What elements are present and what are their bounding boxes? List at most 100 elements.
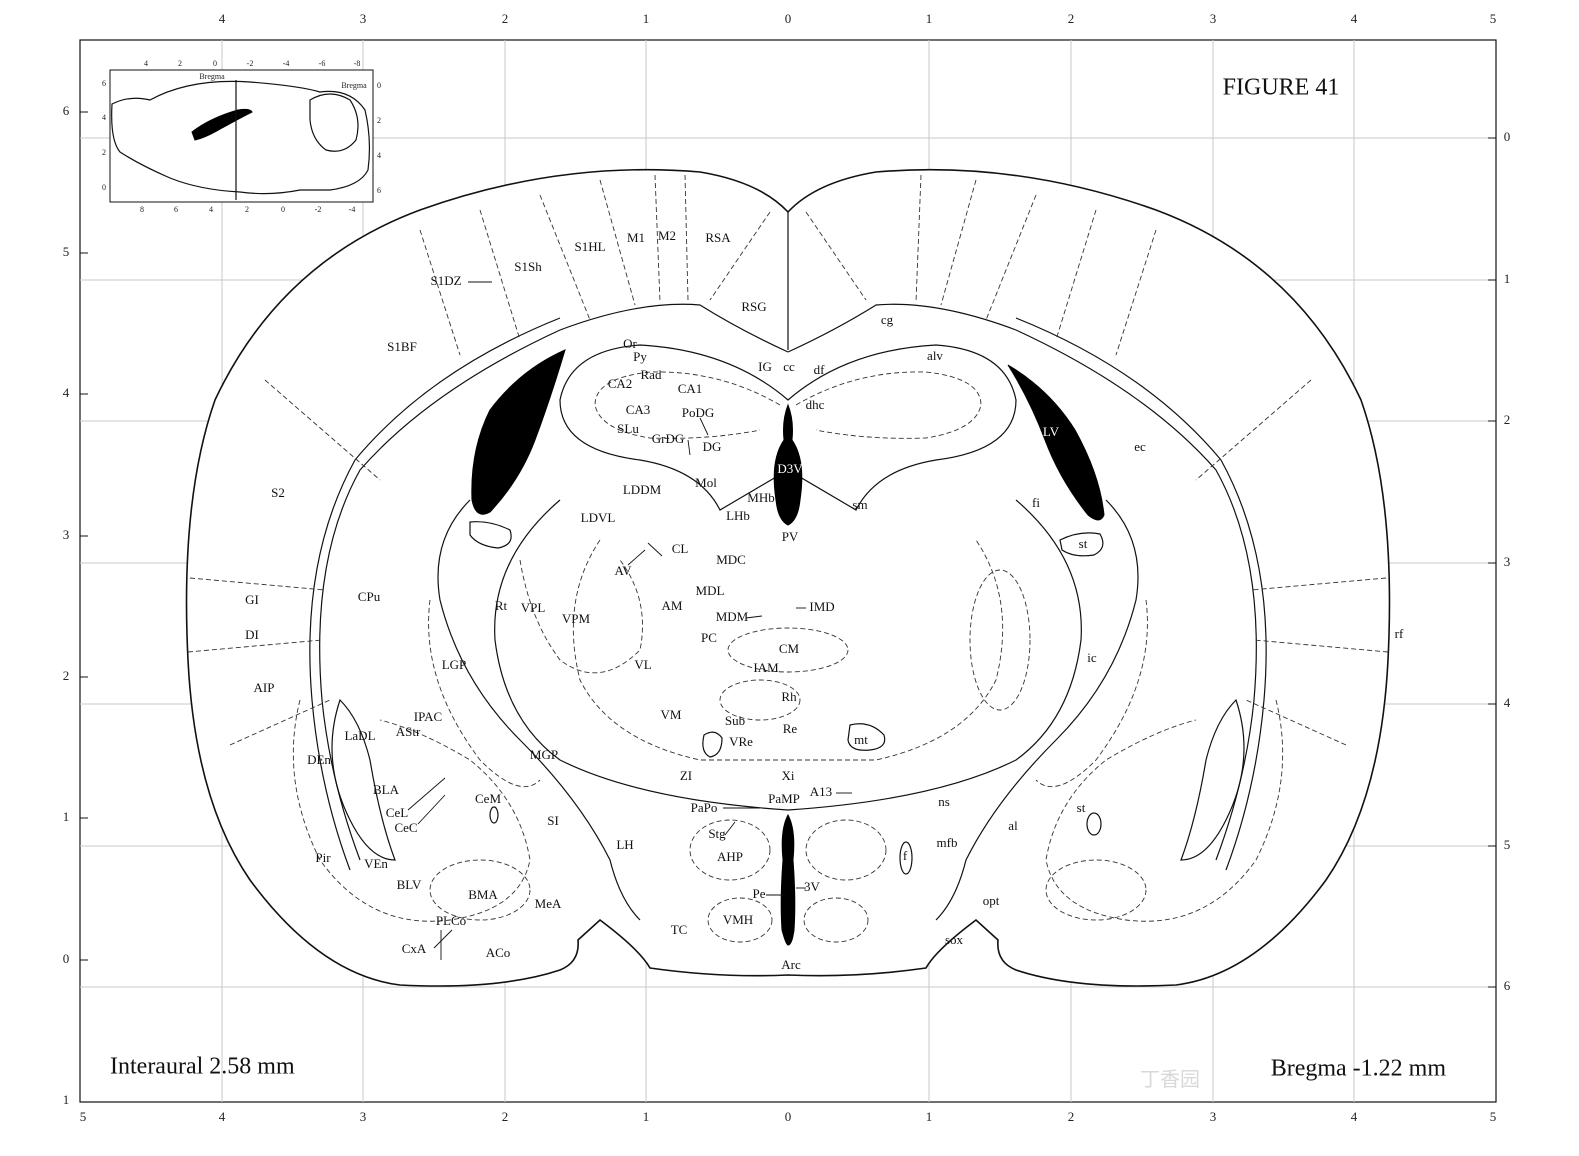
region-label-MeA: MeA xyxy=(535,896,562,911)
inset-top-tick: 2 xyxy=(178,59,182,68)
region-label-M2: M2 xyxy=(658,228,676,243)
region-label-CPu: CPu xyxy=(358,589,381,604)
region-label-PC: PC xyxy=(701,630,717,645)
region-label-CL: CL xyxy=(672,541,689,556)
left-tick: 4 xyxy=(63,385,70,400)
region-label-VPM: VPM xyxy=(562,611,591,626)
top-tick: 4 xyxy=(219,11,226,26)
inset-bottom-tick: 4 xyxy=(209,205,213,214)
region-label-DEn: DEn xyxy=(307,752,331,767)
region-label-AHP: AHP xyxy=(717,849,743,864)
leader-lines xyxy=(407,281,852,960)
right-tick: 4 xyxy=(1504,695,1511,710)
ahp-dash xyxy=(689,819,771,881)
region-label-MDL: MDL xyxy=(696,583,725,598)
inset-right-tick: 0 xyxy=(377,81,381,90)
top-tick: 2 xyxy=(1068,11,1075,26)
bottom-tick: 0 xyxy=(785,1109,792,1124)
region-label-MDC: MDC xyxy=(716,552,746,567)
region-label-VMH: VMH xyxy=(723,912,753,927)
region-label-Stg: Stg xyxy=(708,826,726,841)
bottom-tick: 5 xyxy=(80,1109,87,1124)
right-tick: 6 xyxy=(1504,978,1511,993)
st1-outline xyxy=(1059,532,1104,557)
region-label-VM: VM xyxy=(661,707,682,722)
region-label-A13: A13 xyxy=(810,784,832,799)
watermark: 丁香园 xyxy=(1140,1067,1200,1091)
external-capsule-left xyxy=(309,317,561,871)
left-tick: 5 xyxy=(63,244,70,259)
region-label-CeM: CeM xyxy=(475,791,501,806)
region-label-fi: fi xyxy=(1032,495,1040,510)
bottom-tick: 4 xyxy=(219,1109,226,1124)
region-label-CeL: CeL xyxy=(386,805,408,820)
bottom-tick: 3 xyxy=(1210,1109,1217,1124)
inset-frame xyxy=(109,69,374,203)
inset-left-tick: 0 xyxy=(102,183,106,192)
top-tick-labels: 4 3 2 1 0 1 2 3 4 5 xyxy=(219,11,1497,26)
region-label-CA2: CA2 xyxy=(608,376,633,391)
region-label-sm: sm xyxy=(852,497,867,512)
right-vmh-dash xyxy=(803,897,869,943)
inset-bottom-tick: 2 xyxy=(245,205,249,214)
region-label-ZI: ZI xyxy=(680,768,692,783)
region-label-S2: S2 xyxy=(271,485,285,500)
inset-left-tick: 2 xyxy=(102,148,106,157)
region-label-cc: cc xyxy=(783,359,795,374)
frame-ticks xyxy=(80,111,1496,988)
region-label-Py: Py xyxy=(633,349,647,364)
amygdala-right-dash xyxy=(1045,699,1284,922)
region-label-DG: DG xyxy=(703,439,722,454)
region-label-S1Sh: S1Sh xyxy=(514,259,542,274)
brain-outline xyxy=(185,168,1391,987)
region-label-cg: cg xyxy=(881,312,894,327)
right-tick: 3 xyxy=(1504,554,1511,569)
inset-bottom-tick: 8 xyxy=(140,205,144,214)
region-label-LDDM: LDDM xyxy=(623,482,662,497)
right-tick-labels: 0 1 2 3 4 5 6 xyxy=(1504,129,1511,993)
inset-ventricle xyxy=(191,108,253,141)
region-label-ACo: ACo xyxy=(486,945,511,960)
region-label-TC: TC xyxy=(671,922,688,937)
region-label-ec: ec xyxy=(1134,439,1146,454)
region-label-f: f xyxy=(903,848,908,863)
right-tick: 2 xyxy=(1504,412,1511,427)
vre-outline xyxy=(702,731,723,758)
right-tick: 1 xyxy=(1504,271,1511,286)
region-label-Rad: Rad xyxy=(641,367,662,382)
region-label-Pir: Pir xyxy=(315,850,331,865)
region-label-3V: 3V xyxy=(804,879,821,894)
internal-capsule-right xyxy=(935,499,1139,921)
region-label-Xi: Xi xyxy=(782,768,795,783)
inset-brain-outline xyxy=(111,80,371,195)
region-label-st: st xyxy=(1079,536,1088,551)
top-tick: 0 xyxy=(785,11,792,26)
region-label-st: st xyxy=(1077,800,1086,815)
region-label-S1HL: S1HL xyxy=(574,239,605,254)
region-label-RSG: RSG xyxy=(741,299,766,314)
optic-tract-right xyxy=(1180,698,1245,861)
vmh-dash xyxy=(707,897,773,943)
region-label-CA3: CA3 xyxy=(626,402,651,417)
region-labels: S1HL M1 M2 RSA S1DZ S1Sh RSG cg S1BF Or … xyxy=(245,228,1404,972)
lgp-region-right xyxy=(969,569,1031,711)
right-tick: 5 xyxy=(1504,837,1511,852)
cem-outline xyxy=(489,806,499,824)
top-tick: 3 xyxy=(360,11,367,26)
region-label-BMA: BMA xyxy=(468,887,498,902)
thalamus-dash-2 xyxy=(519,559,643,674)
left-tick: 3 xyxy=(63,527,70,542)
bottom-tick-labels: 5 4 3 2 1 0 1 2 3 4 5 xyxy=(80,1109,1497,1124)
top-tick: 5 xyxy=(1490,11,1497,26)
top-tick: 1 xyxy=(926,11,933,26)
thalamus-dash-4 xyxy=(727,627,849,673)
bregma-caption: Bregma -1.22 mm xyxy=(1271,1056,1447,1082)
region-label-CeC: CeC xyxy=(394,820,417,835)
top-tick: 1 xyxy=(643,11,650,26)
region-label-Re: Re xyxy=(783,721,798,736)
region-label-Rt: Rt xyxy=(495,598,508,613)
region-label-LDVL: LDVL xyxy=(581,510,616,525)
bma-dash xyxy=(429,859,531,921)
region-label-VPL: VPL xyxy=(521,600,546,615)
